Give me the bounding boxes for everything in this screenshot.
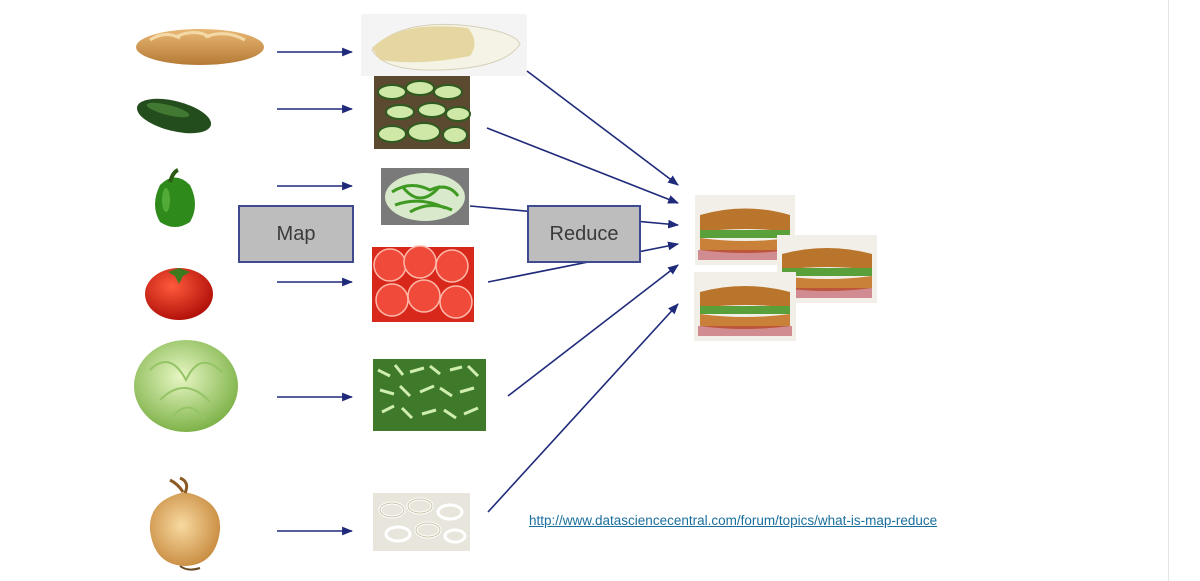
reduce-arrow-cucumber [486,127,680,204]
reduce-arrow-bread [526,70,679,186]
reduce-arrow-onion [487,303,679,513]
cucumber-icon [136,98,212,134]
source-link[interactable]: http://www.datasciencecentral.com/forum/… [529,513,938,528]
map-label: Map [276,222,316,245]
lettuce-icon [134,340,238,432]
sandwich-2 [777,235,877,303]
reduce-arrow-tomato [487,241,680,283]
tomato-icon [145,268,213,320]
map-stage-box: Map [238,205,354,263]
sliced-onion-icon [373,493,470,551]
bread-icon [136,29,264,65]
onion-icon [149,476,221,571]
green-pepper-icon [155,168,195,227]
shredded-lettuce-icon [373,359,486,431]
page-edge-divider [1168,0,1169,581]
sliced-tomato-icon [372,245,474,322]
sliced-cucumber-icon [374,76,471,149]
sandwich-3 [694,272,796,341]
reduce-label: Reduce [549,222,619,245]
sliced-bread-icon [361,14,527,76]
sliced-pepper-icon [381,168,469,225]
reduce-arrow-lettuce [507,264,679,397]
sandwiches-icon [694,195,877,341]
reduce-stage-box: Reduce [527,205,641,263]
